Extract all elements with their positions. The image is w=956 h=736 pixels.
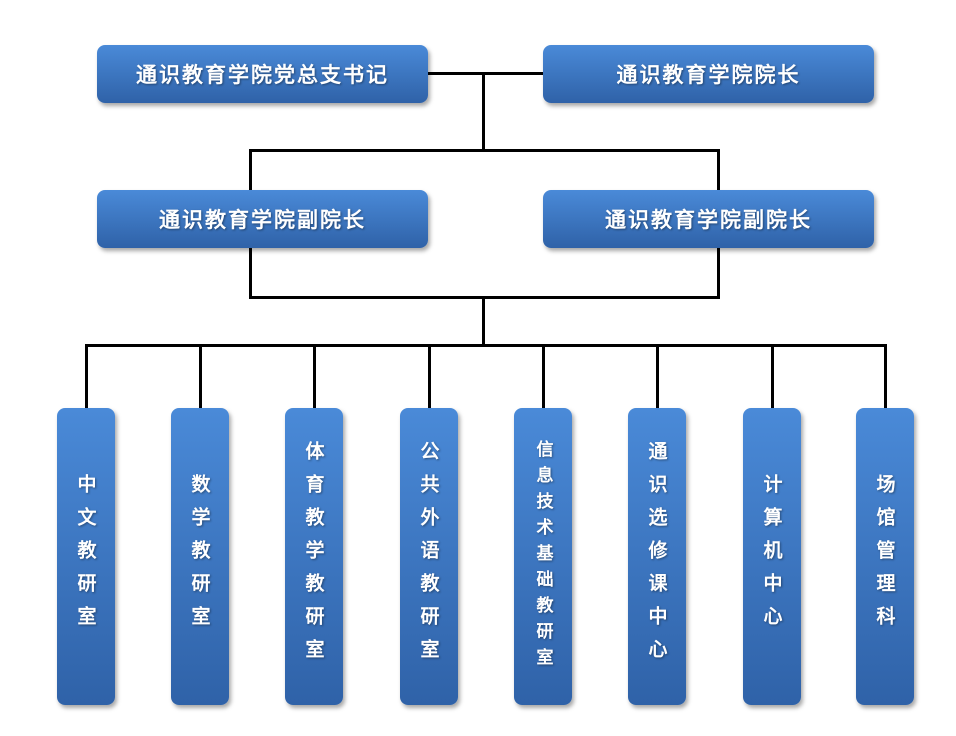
connector <box>771 344 774 410</box>
department-box: 通识选修课中心 <box>628 408 686 705</box>
connector <box>249 248 252 298</box>
connector <box>313 344 316 410</box>
connector <box>482 296 485 346</box>
secretary-box: 通识教育学院党总支书记 <box>97 45 428 103</box>
vice-dean-label: 通识教育学院副院长 <box>605 207 812 232</box>
connector <box>249 149 720 152</box>
vice-dean-box: 通识教育学院副院长 <box>97 190 428 248</box>
department-label: 计算机中心 <box>760 474 783 639</box>
department-label: 数学教研室 <box>188 474 211 639</box>
dean-label: 通识教育学院院长 <box>616 62 801 87</box>
vice-dean-box: 通识教育学院副院长 <box>543 190 874 248</box>
department-box: 公共外语教研室 <box>400 408 458 705</box>
secretary-label: 通识教育学院党总支书记 <box>136 62 389 87</box>
connector <box>249 149 252 190</box>
connector <box>717 149 720 190</box>
department-label: 通识选修课中心 <box>645 441 668 672</box>
department-box: 中文教研室 <box>57 408 115 705</box>
connector <box>482 72 485 151</box>
connector <box>85 344 886 347</box>
department-box: 计算机中心 <box>743 408 801 705</box>
dean-box: 通识教育学院院长 <box>543 45 874 103</box>
connector <box>656 344 659 410</box>
connector <box>884 344 887 410</box>
department-box: 信息技术基础教研室 <box>514 408 572 705</box>
connector <box>428 72 543 75</box>
department-label: 场馆管理科 <box>873 474 896 639</box>
connector <box>542 344 545 410</box>
department-box: 数学教研室 <box>171 408 229 705</box>
vice-dean-label: 通识教育学院副院长 <box>159 207 366 232</box>
connector <box>85 344 88 410</box>
connector <box>199 344 202 410</box>
department-box: 场馆管理科 <box>856 408 914 705</box>
department-label: 中文教研室 <box>74 474 97 639</box>
connector <box>428 344 431 410</box>
department-label: 信息技术基础教研室 <box>532 439 553 674</box>
connector <box>717 248 720 298</box>
department-label: 公共外语教研室 <box>417 441 440 672</box>
department-label: 体育教学教研室 <box>302 441 325 672</box>
department-box: 体育教学教研室 <box>285 408 343 705</box>
